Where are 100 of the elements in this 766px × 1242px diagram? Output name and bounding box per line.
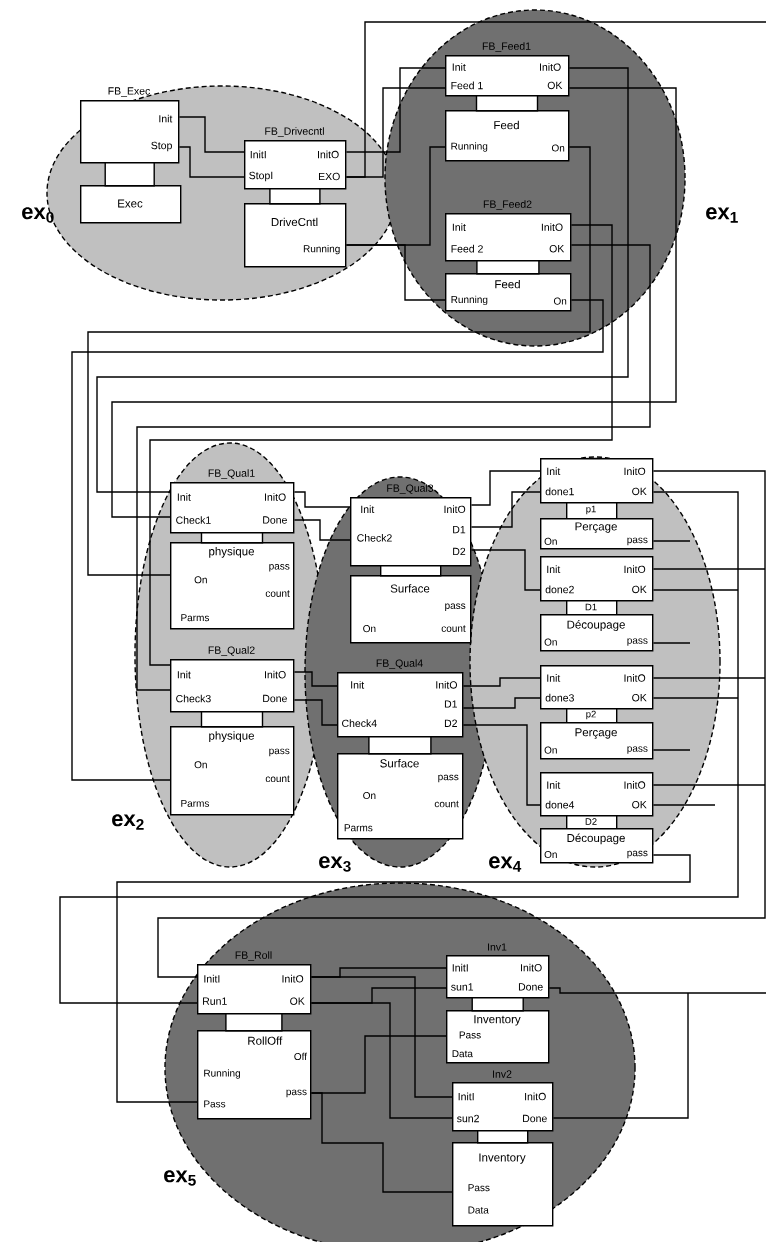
port-label: InitO	[540, 63, 561, 71]
wire	[116, 854, 691, 1103]
port-label: Check4	[342, 719, 377, 728]
port-label: count	[265, 590, 290, 597]
port-label: InitO	[525, 1092, 546, 1101]
block-title: FB_Roll	[235, 951, 272, 961]
port-label: Data	[452, 1050, 473, 1058]
port-label: InitO	[265, 493, 286, 501]
block-name: Perçage	[575, 522, 617, 533]
tab-label: D1	[585, 603, 597, 611]
wire	[345, 21, 766, 178]
block-name: Surface	[390, 584, 430, 593]
port-label: Init	[547, 565, 561, 574]
port-label: Pass	[204, 1100, 226, 1108]
wire	[136, 244, 651, 691]
port-label: On	[544, 537, 557, 545]
connector-tab	[380, 565, 442, 577]
port-label: pass	[627, 638, 648, 646]
block-name: DriveCntl	[271, 217, 318, 227]
region-label: ex$_{3}$	[319, 856, 351, 872]
block-title: FB_Qual3	[387, 484, 434, 494]
port-label: Parms	[181, 614, 210, 622]
port-label: On	[551, 144, 565, 152]
block-name: Feed	[494, 120, 519, 130]
wire	[157, 470, 766, 978]
port-label: Done	[263, 694, 287, 703]
wire	[548, 987, 766, 994]
connector-tab	[269, 188, 321, 205]
port-label: Init	[547, 467, 561, 476]
connector-tab	[476, 260, 540, 275]
wire	[293, 491, 351, 508]
port-label: OK	[632, 801, 647, 809]
wire	[470, 491, 541, 528]
port-label: Parms	[344, 824, 373, 832]
port-label: OK	[549, 245, 565, 253]
connector-tab	[225, 1013, 283, 1032]
wire	[59, 491, 739, 1004]
port-label: Init	[351, 680, 365, 689]
tab-label: p2	[586, 710, 596, 720]
port-label: InitO	[282, 974, 304, 983]
wire	[462, 677, 541, 687]
block-name: Feed	[495, 279, 520, 289]
wire	[652, 784, 766, 786]
port-label: OK	[632, 585, 647, 594]
wire	[345, 244, 446, 301]
block-title: Inv2	[493, 1070, 512, 1078]
port-label: InitO	[541, 223, 563, 231]
port-label: InitI	[458, 1092, 474, 1101]
port-label: EXO	[319, 172, 340, 181]
port-label: On	[544, 850, 557, 859]
port-label: D2	[453, 547, 466, 556]
block-title: FB_Qual2	[208, 646, 255, 656]
wire	[652, 677, 766, 679]
wire	[293, 519, 351, 541]
port-label: Running	[303, 244, 340, 255]
wire	[652, 568, 766, 570]
port-label: OK	[290, 997, 305, 1005]
port-label: InitO	[624, 467, 646, 476]
wire	[96, 67, 629, 493]
port-label: InitI	[204, 974, 220, 983]
wire	[470, 470, 541, 506]
port-label: InitO	[444, 505, 466, 514]
port-label: On	[194, 576, 207, 584]
region-label: ex$_{0}$	[22, 207, 54, 223]
port-label: Check1	[176, 516, 211, 524]
port-label: On	[544, 746, 557, 754]
block-name: Découpage	[567, 620, 625, 631]
port-label: count	[265, 775, 290, 783]
port-label: InitI	[250, 150, 266, 159]
region-label: ex$_{4}$	[489, 856, 522, 872]
port-label: InitO	[521, 963, 542, 972]
wire	[310, 1002, 453, 1119]
wire	[310, 1092, 453, 1193]
port-label: OK	[632, 487, 647, 496]
port-label: InitO	[624, 781, 646, 789]
port-label: pass	[269, 564, 290, 572]
wire	[293, 699, 338, 726]
region-label: ex$_{2}$	[112, 814, 144, 830]
block-name: physique	[209, 546, 254, 558]
wire	[87, 146, 591, 576]
port-label: done4	[545, 800, 575, 809]
port-label: InitO	[436, 680, 457, 689]
port-label: D1	[444, 700, 457, 708]
connector-tab	[200, 711, 264, 728]
port-label: pass	[627, 746, 648, 754]
port-label: Init	[547, 674, 561, 682]
wire	[462, 697, 541, 709]
connector-tab	[200, 532, 264, 544]
port-label: Check3	[176, 694, 211, 703]
port-label: Parms	[181, 799, 210, 807]
connector-tab	[475, 95, 539, 112]
port-label: Done	[518, 983, 543, 991]
port-label: Stop	[151, 141, 172, 152]
wire	[652, 697, 739, 699]
connector-tab	[471, 997, 524, 1012]
port-label: count	[434, 800, 459, 808]
port-label: Init	[547, 781, 561, 789]
port-label: pass	[445, 603, 466, 611]
block-title: FB_Drivecntl	[265, 127, 324, 137]
wire	[652, 749, 691, 751]
